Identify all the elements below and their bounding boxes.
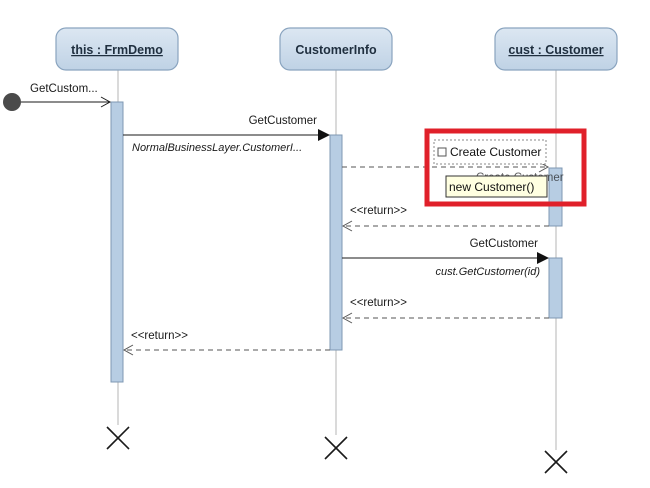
- lifeline-title-customerinfo: CustomerInfo: [295, 43, 377, 57]
- message-getcustomer-2-detail: cust.GetCustomer(id): [435, 266, 540, 278]
- activation-frmdemo[interactable]: [110, 101, 124, 383]
- lifeline-header-customerinfo[interactable]: CustomerInfo: [279, 27, 393, 71]
- message-return-3[interactable]: [122, 344, 330, 356]
- activation-customer-1[interactable]: [548, 167, 563, 227]
- activation-customerinfo[interactable]: [329, 134, 343, 351]
- lifeline-header-customer[interactable]: cust : Customer: [494, 27, 618, 71]
- message-getcustomer-1[interactable]: [123, 129, 330, 141]
- lifeline-title-frmdemo: this : FrmDemo: [71, 43, 163, 57]
- message-getcustomer-1-detail: NormalBusinessLayer.CustomerI...: [132, 142, 302, 154]
- message-chip-label: Create Customer: [450, 145, 541, 159]
- chip-checkbox-icon[interactable]: [437, 147, 447, 157]
- tooltip-text: new Customer(): [449, 180, 534, 194]
- message-return-2-label: <<return>>: [350, 297, 407, 309]
- message-incoming[interactable]: [21, 96, 112, 108]
- message-return-1[interactable]: [341, 220, 549, 232]
- message-getcustomer-1-label: GetCustomer: [249, 115, 318, 127]
- message-return-2[interactable]: [341, 312, 549, 324]
- message-return-3-label: <<return>>: [131, 330, 188, 342]
- message-getcustomer-2-label: GetCustomer: [470, 238, 539, 250]
- tooltip: new Customer(): [445, 175, 548, 198]
- message-incoming-label: GetCustom...: [30, 83, 98, 95]
- activation-customer-2[interactable]: [548, 257, 563, 319]
- destroy-marker-frmdemo: [106, 426, 130, 450]
- message-label-editor-chip[interactable]: Create Customer: [433, 139, 547, 165]
- found-message-dot: [3, 93, 21, 111]
- destroy-marker-customer: [544, 450, 568, 474]
- lifeline-title-customer: cust : Customer: [508, 43, 603, 57]
- message-return-1-label: <<return>>: [350, 205, 407, 217]
- message-getcustomer-2[interactable]: [342, 252, 549, 264]
- highlight-annotation-box: [424, 128, 587, 207]
- destroy-marker-customerinfo: [324, 436, 348, 460]
- lifeline-header-frmdemo[interactable]: this : FrmDemo: [55, 27, 179, 71]
